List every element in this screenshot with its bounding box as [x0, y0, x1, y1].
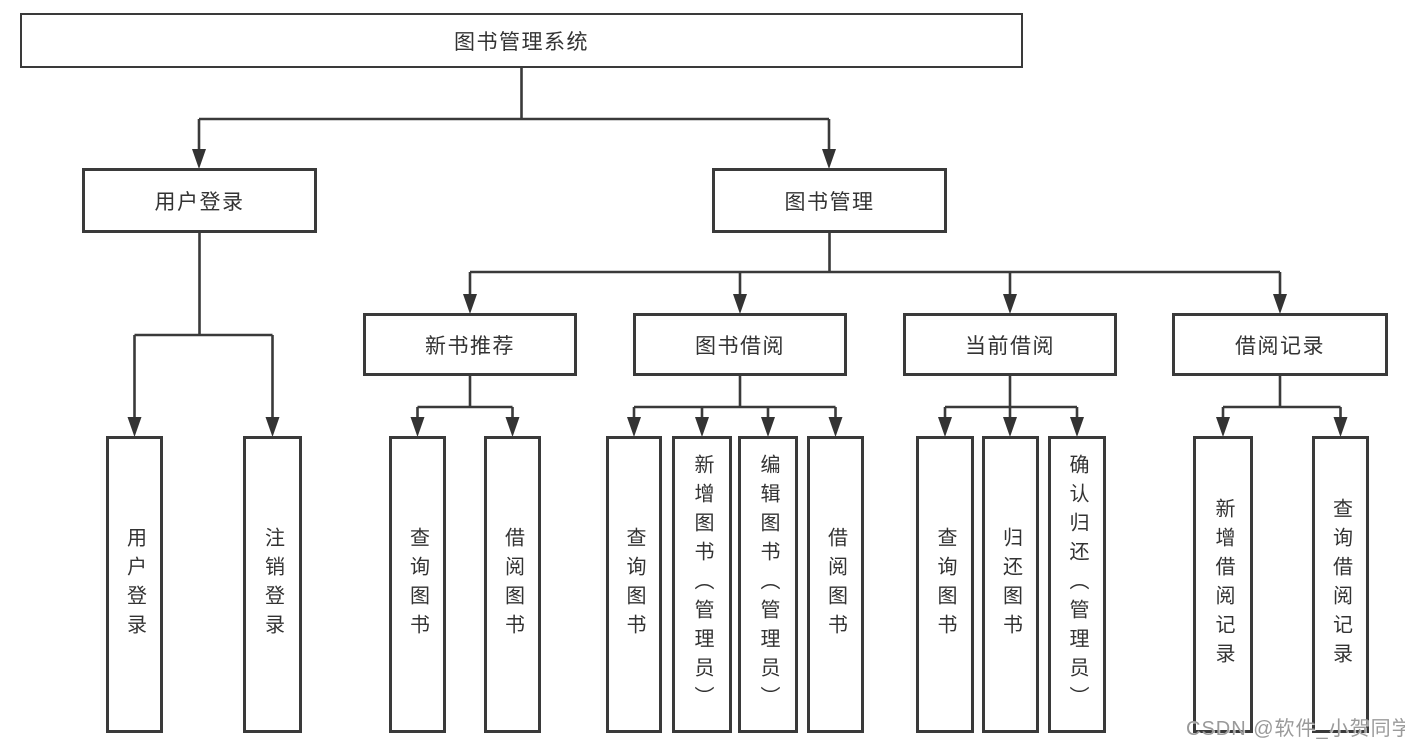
arrowhead-down-icon — [127, 417, 142, 437]
arrowhead-down-icon — [192, 149, 206, 169]
arrowhead-down-icon — [733, 294, 747, 314]
node-label: 查询图书 — [406, 526, 429, 643]
arrowhead-down-icon — [761, 417, 775, 437]
node-leaf-add-borrow-record: 新增借阅记录 — [1193, 436, 1253, 733]
arrowhead-down-icon — [505, 417, 520, 437]
arrowhead-down-icon — [627, 417, 641, 437]
node-label: 用户登录 — [154, 190, 245, 214]
node-label: 确认归还（管理员） — [1066, 454, 1088, 715]
node-label: 借阅图书 — [501, 526, 524, 643]
connector-book-borrow-children — [627, 376, 843, 437]
node-new-book-recommend: 新书推荐 — [363, 313, 577, 376]
node-leaf-query-borrow-record: 查询借阅记录 — [1312, 436, 1369, 733]
node-label: 新增图书（管理员） — [691, 454, 713, 715]
node-leaf-user-login: 用户登录 — [106, 436, 163, 733]
arrowhead-down-icon — [828, 417, 843, 437]
connector-current-borrow-children — [938, 376, 1084, 437]
node-label: 注销登录 — [261, 526, 284, 643]
arrowhead-down-icon — [1273, 294, 1287, 314]
node-label: 归还图书 — [999, 526, 1022, 643]
node-leaf-query-books-2: 查询图书 — [606, 436, 662, 733]
node-leaf-edit-book-admin: 编辑图书（管理员） — [738, 436, 798, 733]
node-label: 查询图书 — [934, 526, 956, 643]
connector-root-to-level2 — [192, 68, 836, 169]
arrowhead-down-icon — [695, 417, 709, 437]
arrowhead-down-icon — [1070, 417, 1084, 437]
connector-user-login-children — [127, 233, 280, 437]
node-label: 借阅图书 — [824, 526, 847, 643]
node-leaf-confirm-return-admin: 确认归还（管理员） — [1048, 436, 1106, 733]
node-label: 当前借阅 — [965, 334, 1055, 358]
node-current-borrow: 当前借阅 — [903, 313, 1117, 376]
node-label: 编辑图书（管理员） — [757, 454, 779, 715]
node-borrow-records: 借阅记录 — [1172, 313, 1388, 376]
arrowhead-down-icon — [1216, 417, 1230, 437]
node-label: 图书借阅 — [695, 334, 785, 358]
node-leaf-add-book-admin: 新增图书（管理员） — [672, 436, 732, 733]
arrowhead-down-icon — [463, 294, 477, 314]
node-label: 查询借阅记录 — [1329, 497, 1352, 672]
node-library-management-system: 图书管理系统 — [20, 13, 1023, 68]
node-label: 查询图书 — [623, 526, 645, 643]
node-label: 新增借阅记录 — [1212, 497, 1234, 672]
arrowhead-down-icon — [822, 149, 836, 169]
node-user-login: 用户登录 — [82, 168, 317, 233]
node-book-management: 图书管理 — [712, 168, 947, 233]
node-book-borrow: 图书借阅 — [633, 313, 847, 376]
arrowhead-down-icon — [1003, 294, 1017, 314]
connector-new-book-children — [410, 376, 520, 437]
connector-book-management-children — [463, 233, 1287, 314]
arrowhead-down-icon — [265, 417, 280, 437]
node-leaf-borrow-books-1: 借阅图书 — [484, 436, 541, 733]
connector-borrow-record-children — [1216, 376, 1348, 437]
node-label: 新书推荐 — [425, 334, 515, 358]
node-label: 借阅记录 — [1235, 334, 1325, 358]
node-label: 用户登录 — [123, 526, 146, 643]
node-leaf-return-book: 归还图书 — [982, 436, 1039, 733]
node-label: 图书管理系统 — [454, 30, 589, 54]
node-label: 图书管理 — [784, 190, 875, 214]
node-leaf-query-books-1: 查询图书 — [389, 436, 446, 733]
node-leaf-borrow-books-2: 借阅图书 — [807, 436, 864, 733]
arrowhead-down-icon — [1333, 417, 1348, 437]
arrowhead-down-icon — [410, 417, 425, 437]
node-leaf-logout: 注销登录 — [243, 436, 302, 733]
arrowhead-down-icon — [938, 417, 952, 437]
arrowhead-down-icon — [1003, 417, 1017, 437]
watermark: CSDN @软件_小贺同学 — [1186, 718, 1405, 740]
node-leaf-query-books-3: 查询图书 — [916, 436, 974, 733]
